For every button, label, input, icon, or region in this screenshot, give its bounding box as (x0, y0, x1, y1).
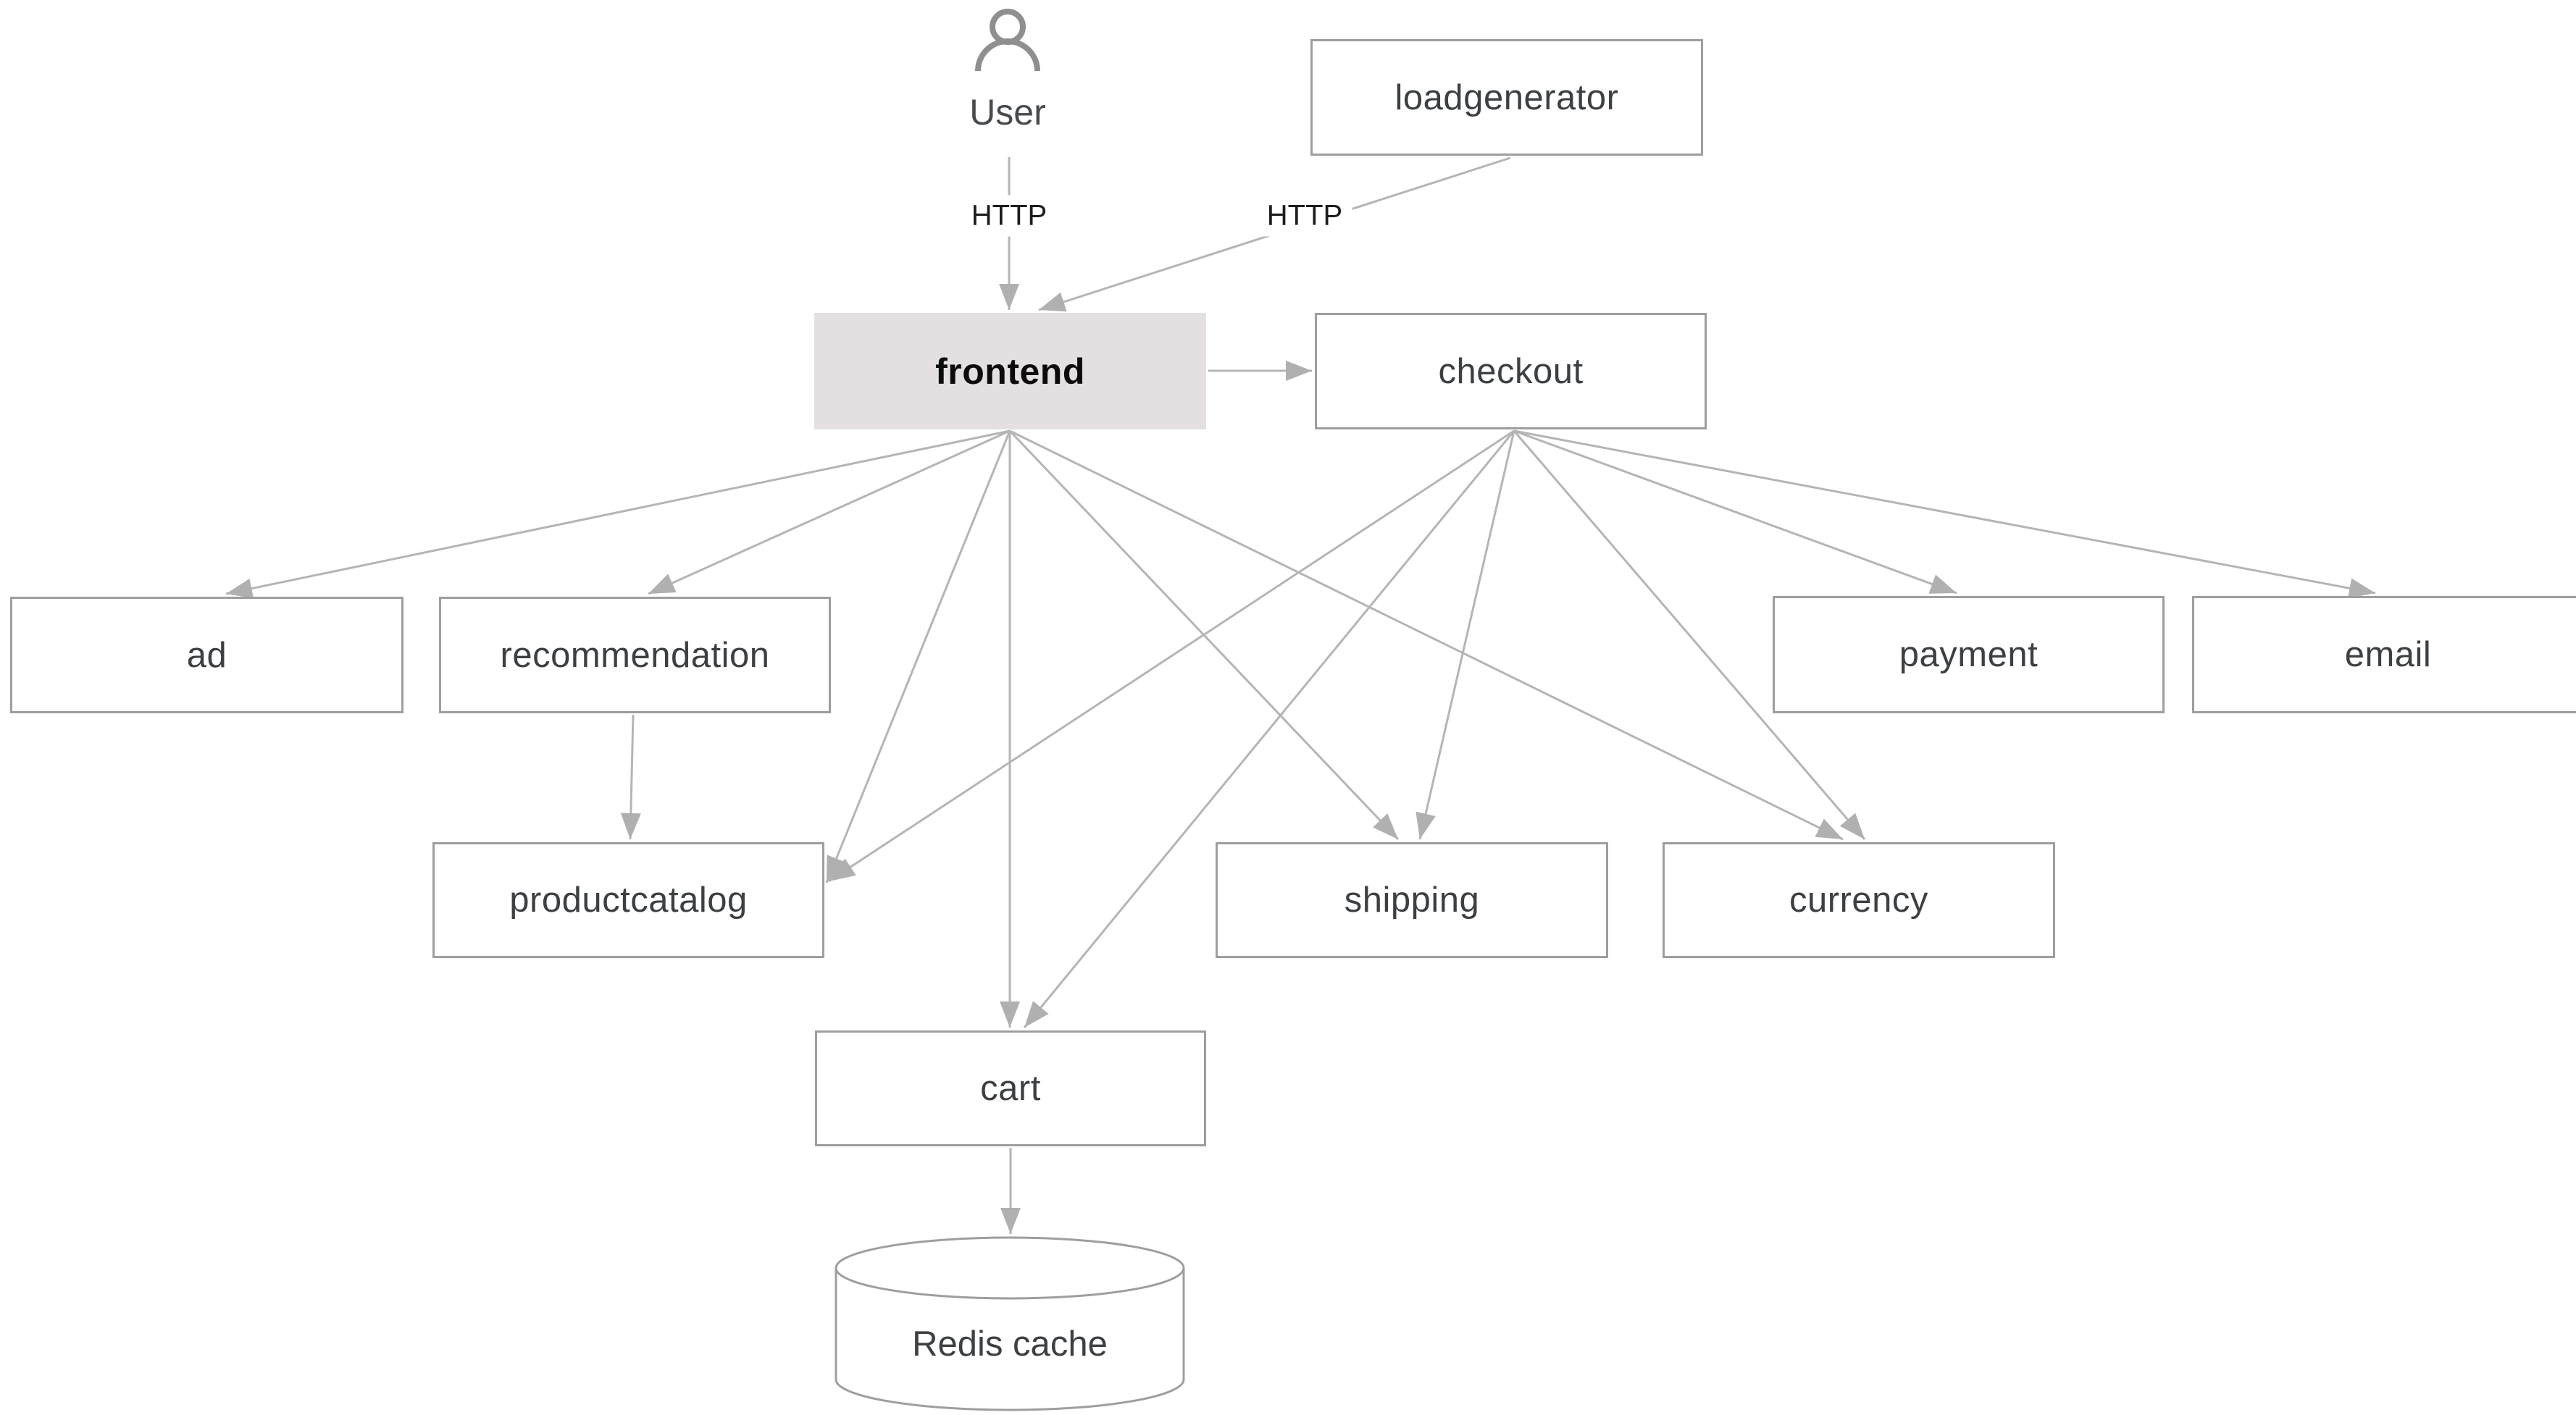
node-currency: currency (1663, 842, 2055, 958)
edge-recommendation-productcatalog (620, 714, 641, 840)
edge-checkout-cart (1023, 430, 1515, 1028)
edge-checkout-email (1513, 429, 2376, 599)
database-cylinder-icon (835, 1236, 1185, 1411)
node-frontend: frontend (814, 313, 1206, 429)
edge-frontend-currency (1009, 429, 1844, 841)
node-ad: ad (10, 597, 403, 713)
user-label: User (969, 92, 1046, 133)
node-recommendation: recommendation (439, 597, 831, 713)
node-cart: cart (815, 1030, 1206, 1146)
edge-checkout-payment (1513, 429, 1957, 595)
node-payment: payment (1773, 596, 2165, 713)
node-productcatalog: productcatalog (432, 842, 824, 958)
edge-label-http-user: HTTP (961, 195, 1058, 237)
redis-cache-label: Redis cache (912, 1324, 1108, 1364)
node-email: email (2192, 596, 2576, 713)
edge-frontend-recommendation (648, 429, 1011, 595)
edge-label-http-loadgenerator: HTTP (1256, 195, 1353, 237)
edge-checkout-currency (1513, 430, 1866, 840)
edge-frontend-productcatalog (825, 430, 1011, 883)
edge-frontend-ad (225, 429, 1011, 599)
edge-checkout-shipping (1415, 430, 1515, 840)
edge-checkout-productcatalog (828, 429, 1515, 883)
node-checkout: checkout (1315, 313, 1707, 429)
user-icon (975, 9, 1040, 72)
node-loadgenerator: loadgenerator (1310, 39, 1703, 156)
node-shipping: shipping (1216, 842, 1608, 958)
